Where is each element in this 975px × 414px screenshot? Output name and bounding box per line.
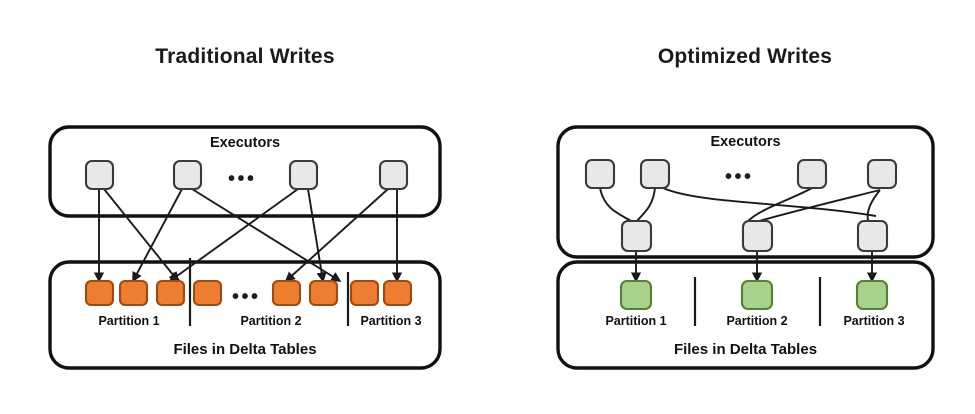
left-file-5	[271, 279, 302, 307]
left-file-2	[118, 279, 149, 307]
left-executor-2	[172, 159, 203, 191]
right-executor-top-2	[639, 158, 671, 190]
right-shuffle-t3-b2	[747, 187, 813, 222]
left-partition-label-2: Partition 2	[240, 314, 302, 328]
right-file-nodes	[619, 279, 889, 311]
right-executor-top-1	[584, 158, 616, 190]
left-file-4	[192, 279, 223, 307]
left-arrow-group	[93, 188, 403, 283]
left-file-7	[349, 279, 380, 307]
left-file-6	[308, 279, 339, 307]
left-executors-ellipsis: •••	[228, 168, 257, 190]
right-partition-label-2: Partition 2	[726, 314, 788, 328]
right-executor-top-4	[866, 158, 898, 190]
right-shuffle-group	[599, 187, 881, 223]
left-arrow-e3-f6	[307, 188, 327, 283]
left-arrow-e2-f2	[132, 188, 183, 283]
right-executor-bottom-3	[856, 219, 889, 253]
left-arrow-e3-f3	[168, 188, 299, 282]
right-executor-bottom-1	[620, 219, 653, 253]
left-diagram-title: Traditional Writes	[155, 45, 335, 68]
left-partition-label-1: Partition 1	[98, 314, 160, 328]
right-shuffle-t4-b2	[755, 189, 881, 223]
right-executors-label: Executors	[710, 134, 781, 150]
left-arrow-e2-f7	[191, 188, 342, 282]
left-executor-3	[288, 159, 319, 191]
left-partition-label-3: Partition 3	[360, 314, 422, 328]
left-file-1	[84, 279, 115, 307]
right-shuffle-t4-b3	[866, 189, 881, 222]
right-files-label: Files in Delta Tables	[673, 341, 818, 358]
right-file-2	[740, 279, 774, 311]
left-executor-4	[378, 159, 409, 191]
right-executor-top-3	[796, 158, 828, 190]
right-partition-label-3: Partition 3	[843, 314, 905, 328]
right-file-1	[619, 279, 653, 311]
left-arrow-e1-f4	[103, 188, 180, 283]
right-executors-ellipsis: •••	[725, 166, 754, 188]
right-shuffle-t1-b1	[599, 187, 634, 223]
left-files-label: Files in Delta Tables	[173, 341, 317, 358]
right-shuffle-t2-b3	[662, 187, 877, 217]
right-shuffle-t2-b1	[635, 187, 656, 223]
left-file-3	[155, 279, 186, 307]
left-executors-label: Executors	[209, 135, 281, 151]
right-file-3	[855, 279, 889, 311]
left-arrow-e4-f5	[284, 188, 389, 283]
left-files-ellipsis: •••	[232, 286, 261, 308]
right-arrow-group	[630, 251, 878, 283]
right-executor-bottom-nodes	[620, 219, 889, 253]
right-diagram-title: Optimized Writes	[657, 45, 833, 68]
left-file-8	[382, 279, 413, 307]
right-executor-bottom-2	[741, 219, 774, 253]
right-partition-label-1: Partition 1	[605, 314, 667, 328]
left-executor-1	[84, 159, 115, 191]
